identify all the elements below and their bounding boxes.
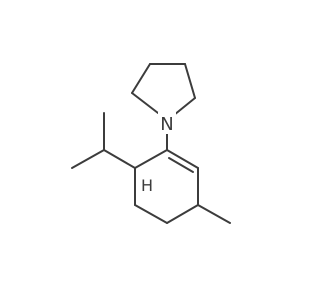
pyrrolidine-ring	[131, 63, 196, 116]
bond-c2-c3	[131, 63, 151, 94]
bond-c5-n	[173, 97, 196, 116]
bond-c4-c5	[184, 63, 196, 99]
bond-methyl	[197, 204, 231, 224]
molecule-structure: N H	[71, 63, 231, 224]
molecule-diagram: N H	[71, 63, 231, 224]
bond-c4-c5	[134, 204, 168, 224]
bond-c6-c1	[134, 149, 168, 169]
nitrogen-label: N	[160, 114, 173, 135]
nitrogen-atom: N	[158, 112, 176, 135]
bond-n-c2	[131, 92, 159, 114]
bond-ch-methyl-left	[71, 149, 105, 169]
bond-c1-c2-double-inner	[168, 157, 194, 173]
bond-c1-c2-double-outer	[166, 149, 199, 169]
hydrogen-label: H	[141, 176, 153, 195]
bond-c3-c4	[166, 204, 199, 224]
bond-c6-ch	[103, 149, 136, 169]
cyclohexene-ring	[134, 149, 199, 224]
isopropyl-group	[71, 112, 136, 169]
hydrogen-atom: H	[140, 176, 154, 195]
